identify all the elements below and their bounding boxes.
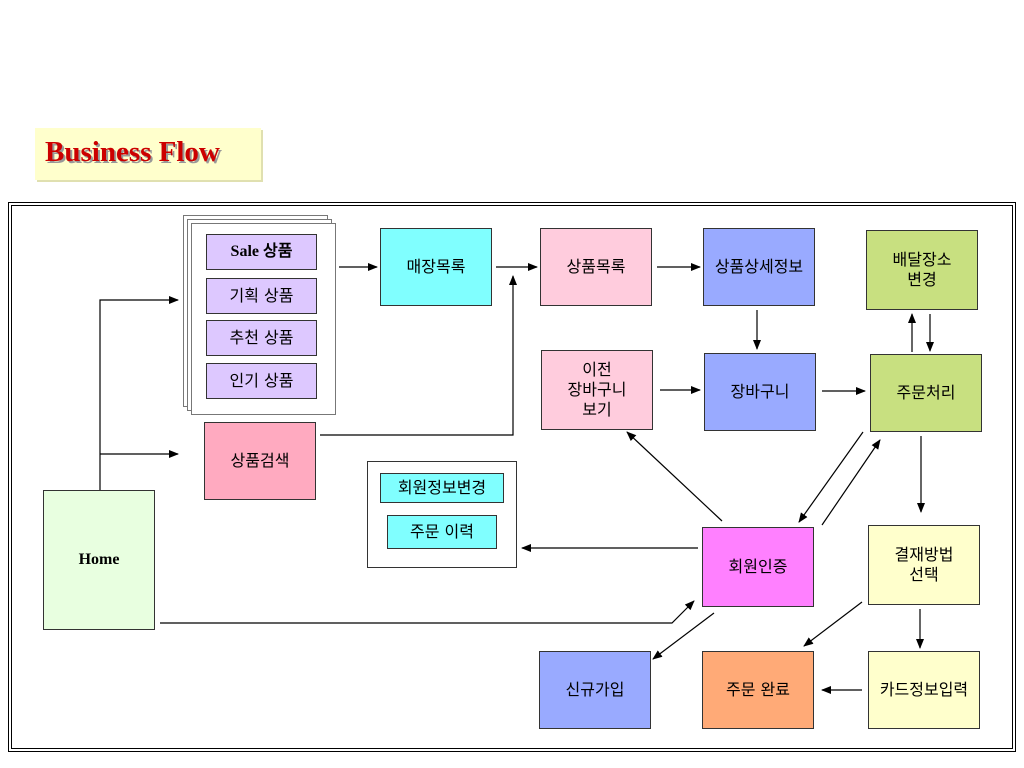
node-home[interactable]: Home	[43, 490, 155, 630]
node-previous-cart[interactable]: 이전 장바구니 보기	[541, 350, 653, 430]
edge-home-to-categories	[99, 296, 179, 490]
node-member-info-change[interactable]: 회원정보변경	[380, 473, 504, 503]
edge-search-to-product-list	[320, 275, 517, 436]
node-planned-products[interactable]: 기획 상품	[206, 278, 317, 314]
node-sale-products[interactable]: Sale 상품	[206, 234, 317, 270]
node-recommended-products[interactable]: 추천 상품	[206, 320, 317, 356]
node-member-auth[interactable]: 회원인증	[702, 527, 814, 607]
diagram-frame-outer	[8, 202, 1016, 752]
node-product-search[interactable]: 상품검색	[204, 422, 316, 500]
edge-home-to-auth	[160, 600, 695, 624]
node-payment-select[interactable]: 결재방법 선택	[868, 525, 980, 605]
node-card-input[interactable]: 카드정보입력	[868, 651, 980, 729]
page-title: Business Flow	[45, 136, 220, 168]
title-box: Business Flow	[35, 128, 261, 180]
node-signup[interactable]: 신규가입	[539, 651, 651, 729]
edge-auth-to-prev-cart	[626, 431, 723, 522]
edge-payment-to-complete	[803, 601, 863, 647]
edge-auth-to-order	[821, 439, 881, 526]
node-store-list[interactable]: 매장목록	[380, 228, 492, 306]
node-order-history[interactable]: 주문 이력	[387, 515, 497, 549]
node-product-list[interactable]: 상품목록	[540, 228, 652, 306]
node-delivery-change[interactable]: 배달장소 변경	[866, 230, 978, 310]
node-order-process[interactable]: 주문처리	[870, 354, 982, 432]
edge-order-to-auth	[798, 431, 864, 523]
node-order-complete[interactable]: 주문 완료	[702, 651, 814, 729]
node-cart[interactable]: 장바구니	[704, 353, 816, 431]
edge-auth-to-signup	[652, 612, 715, 660]
node-product-detail[interactable]: 상품상세정보	[703, 228, 815, 306]
diagram-frame-inner	[11, 205, 1013, 749]
node-popular-products[interactable]: 인기 상품	[206, 363, 317, 399]
